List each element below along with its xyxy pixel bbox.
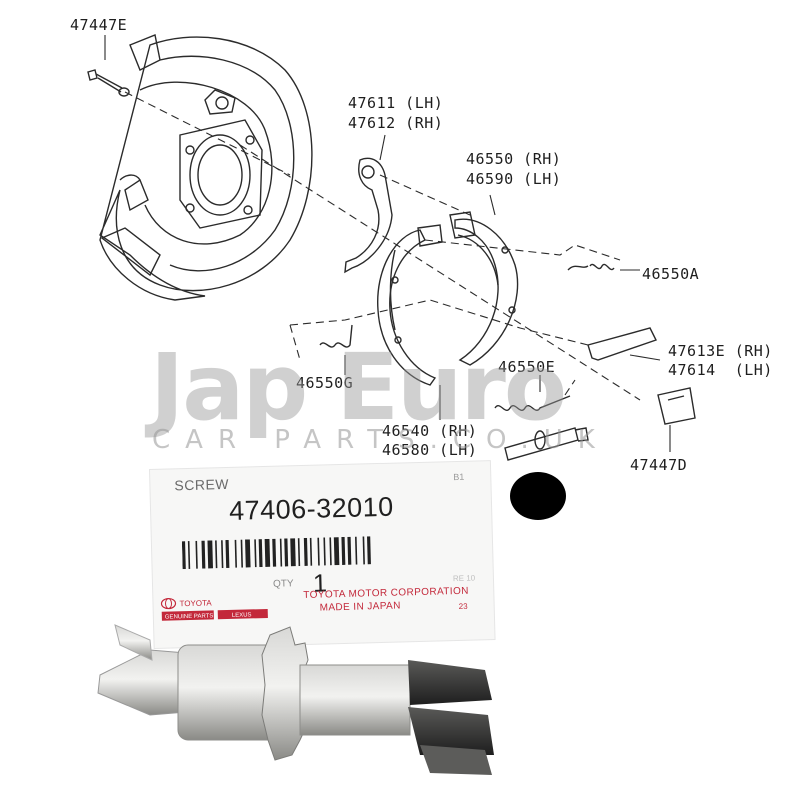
brand-genuine-parts: GENUINE PARTS: [165, 613, 214, 620]
made-in-text: MADE IN JAPAN: [319, 600, 401, 614]
toyota-lexus-logo-icon: TOYOTA GENUINE PARTS LEXUS: [160, 597, 268, 621]
label-46550A: 46550A: [642, 265, 700, 283]
spring-46550A-drawing: [567, 263, 615, 271]
watermark-logo-text: Jap Euro: [150, 334, 567, 441]
barcode-icon: [181, 536, 371, 570]
spring-46550E-drawing: [494, 395, 571, 411]
label-46550E: 46550E: [498, 358, 556, 376]
brake-shoe-rear-drawing: [449, 211, 519, 366]
corporation-text: TOYOTA MOTOR CORPORATION: [303, 585, 469, 602]
label-46540: 46540 (RH): [382, 422, 478, 440]
label-46580: 46580 (LH): [382, 441, 478, 459]
clip-47447D-drawing: [657, 387, 696, 425]
ref-code: RE 10: [452, 573, 476, 584]
spring-46550G-drawing: [319, 324, 353, 348]
backing-plate-drawing: [99, 34, 313, 301]
label-47614: 47614 (LH): [668, 361, 773, 379]
qty-label: QTY: [272, 578, 294, 590]
brake-adjuster-photo-icon: [97, 624, 494, 775]
label-46550G: 46550G: [296, 374, 354, 392]
label-46550: 46550 (RH): [466, 150, 562, 168]
part-label-sticker: SCREW B1 47406-32010 QTY 1 RE 10 TOYOTA …: [150, 461, 495, 648]
black-dot-icon: [510, 472, 566, 520]
watermark-subtitle: CAR PARTS.CO.UK: [152, 425, 610, 455]
corner-code: B1: [453, 471, 465, 483]
label-47613E: 47613E (RH): [668, 342, 773, 360]
label-46590: 46590 (LH): [466, 170, 562, 188]
brand-lexus: LEXUS: [232, 612, 252, 619]
brake-assembly-diagram: [87, 34, 696, 461]
adjuster-screw-drawing: [504, 427, 589, 461]
brand-toyota: TOYOTA: [179, 598, 212, 608]
label-47611: 47611 (LH): [348, 94, 444, 112]
bolt-47447E-drawing: [87, 69, 130, 97]
label-47447D: 47447D: [630, 456, 688, 474]
label-47612: 47612 (RH): [348, 114, 444, 132]
parking-lever-drawing: [344, 157, 393, 274]
label-47447E: 47447E: [70, 16, 128, 34]
lever-47613E-drawing: [587, 327, 657, 361]
part-name: SCREW: [174, 475, 230, 494]
part-number: 47406-32010: [228, 491, 395, 526]
small-code: 23: [458, 601, 468, 611]
